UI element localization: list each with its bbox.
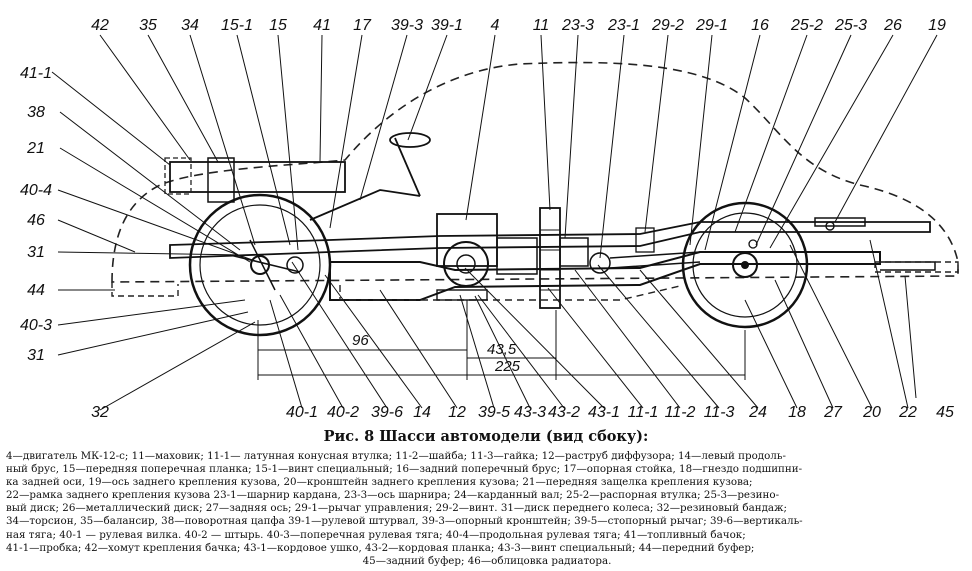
label-left-40-3: 40-3	[20, 317, 52, 334]
rear-bumper	[874, 261, 959, 273]
label-bottom-27: 27	[823, 404, 843, 421]
label-top-42: 42	[91, 17, 109, 34]
rear-wheel	[681, 201, 809, 329]
label-left-32: 32	[91, 404, 109, 421]
label-top-29-2: 29-2	[651, 17, 684, 34]
label-top-15: 15	[269, 17, 287, 34]
label-bottom-18: 18	[788, 404, 806, 421]
label-left-46: 46	[27, 212, 45, 229]
label-left-31-lower: 31	[27, 347, 45, 364]
label-left-38: 38	[27, 104, 45, 121]
label-top-16: 16	[751, 17, 769, 34]
label-top-41: 41	[313, 17, 331, 34]
legend-line: 34—торсион, 35—балансир, 38—поворотная ц…	[6, 515, 803, 528]
label-top-19: 19	[928, 17, 946, 34]
label-bottom-39-5: 39-5	[478, 404, 510, 421]
label-top-29-1: 29-1	[695, 17, 728, 34]
dimension-96: 96	[352, 332, 369, 349]
legend-line: вый диск; 26—металлический диск; 27—задн…	[6, 502, 787, 515]
label-top-23-1: 23-1	[607, 17, 640, 34]
dimension-lines	[257, 300, 746, 380]
steering-wheel	[309, 132, 431, 221]
label-bottom-43-3: 43-3	[514, 404, 546, 421]
label-top-25-2: 25-2	[790, 17, 823, 34]
label-left-44: 44	[27, 282, 45, 299]
legend-line: ная тяга; 40-1 — рулевая вилка. 40-2 — ш…	[6, 528, 746, 541]
label-bottom-40-1: 40-1	[286, 404, 318, 421]
car-body-outline	[111, 61, 959, 283]
leader-lines	[51, 34, 938, 411]
label-top-11: 11	[533, 17, 550, 34]
bottom-tray	[339, 285, 681, 301]
legend-line: 45—задний буфер; 46—облицовка радиатора.	[362, 554, 612, 567]
figure-caption-title: Рис. 8 Шасси автомодели (вид сбоку):	[323, 428, 649, 445]
legend-line: 41-1—пробка; 42—хомут крепления бачка; 4…	[6, 541, 755, 554]
label-bottom-24: 24	[748, 404, 767, 421]
fuel-tank	[164, 157, 346, 203]
front-bumper	[111, 282, 179, 297]
chassis-side-view-diagram: 96 43,5 225 42 35 34 15-1 15 41 17 39-3 …	[20, 17, 959, 421]
label-top-26: 26	[883, 17, 902, 34]
legend-line: 22—рамка заднего крепления кузова 23-1—ш…	[6, 489, 780, 502]
label-top-4: 4	[491, 17, 500, 34]
label-top-39-3: 39-3	[391, 17, 423, 34]
label-top-23-3: 23-3	[561, 17, 594, 34]
legend-line: ка задней оси, 19—ось заднего крепления …	[6, 476, 753, 489]
label-top-35: 35	[139, 17, 157, 34]
label-left-41-1: 41-1	[20, 65, 52, 82]
label-bottom-43-2: 43-2	[548, 404, 580, 421]
engine	[436, 207, 561, 309]
label-left-40-4: 40-4	[20, 182, 52, 199]
label-bottom-39-6: 39-6	[371, 404, 403, 421]
label-bottom-11-3: 11-3	[704, 404, 735, 421]
label-top-25-3: 25-3	[834, 17, 867, 34]
longitudinal-rail	[329, 251, 881, 301]
front-wheel	[188, 193, 332, 337]
label-bottom-40-2: 40-2	[327, 404, 359, 421]
label-left-21: 21	[26, 140, 45, 157]
legend-line: 4—двигатель МК-12-с; 11—маховик; 11-1— л…	[6, 450, 786, 462]
dimension-225: 225	[494, 358, 521, 375]
label-bottom-11-1: 11-1	[628, 404, 659, 421]
label-bottom-14: 14	[413, 404, 431, 421]
label-bottom-45: 45	[936, 404, 954, 421]
label-top-34: 34	[181, 17, 199, 34]
label-top-15-1: 15-1	[221, 17, 253, 34]
label-top-17: 17	[353, 17, 372, 34]
label-bottom-12: 12	[448, 404, 466, 421]
label-bottom-22: 22	[898, 404, 917, 421]
label-left-31: 31	[27, 244, 45, 261]
label-top-39-1: 39-1	[431, 17, 463, 34]
legend-line: ный брус, 15—передняя поперечная планка;…	[6, 463, 803, 476]
label-bottom-11-2: 11-2	[665, 404, 696, 421]
dimension-43-5: 43,5	[487, 341, 517, 358]
figure-legend: 4—двигатель МК-12-с; 11—маховик; 11-1— л…	[6, 450, 968, 568]
label-bottom-43-1: 43-1	[588, 404, 620, 421]
label-bottom-20: 20	[862, 404, 881, 421]
